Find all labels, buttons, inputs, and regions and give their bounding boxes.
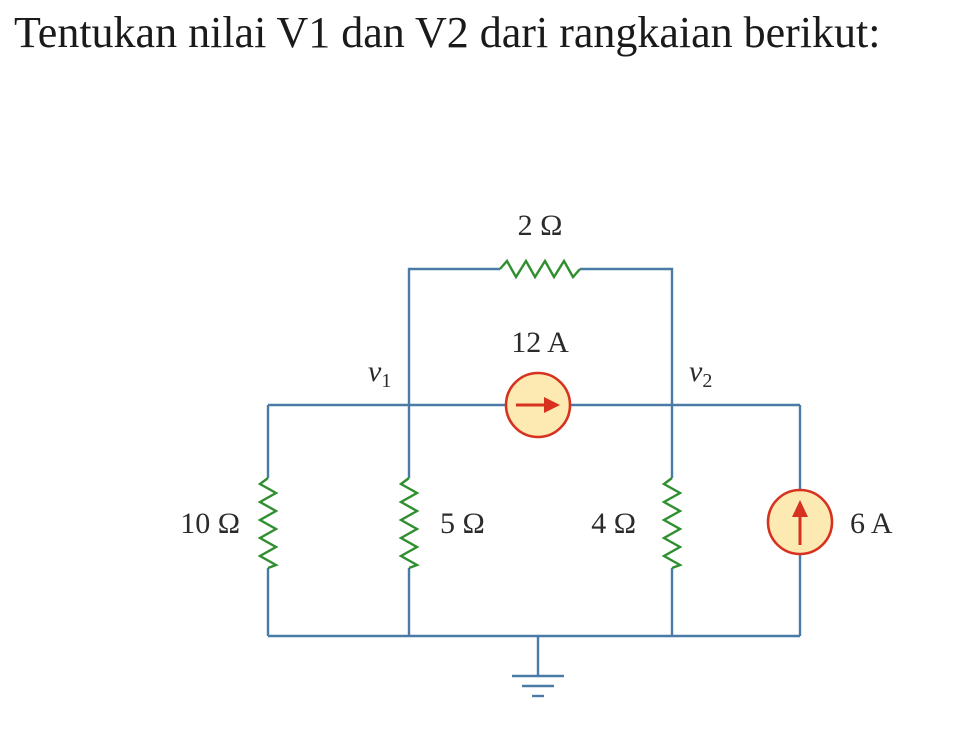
label-node-v1: v1 (368, 355, 391, 392)
resistor-5ohm (398, 477, 420, 570)
current-source-12a (504, 371, 572, 439)
label-source-6a: 6 A (850, 507, 893, 540)
wire-top-left-vertical (407, 267, 500, 405)
label-resistor-4ohm: 4 Ω (591, 507, 636, 540)
arrow-icon (792, 500, 808, 545)
label-resistor-5ohm: 5 Ω (440, 507, 485, 540)
label-resistor-2ohm: 2 Ω (518, 209, 563, 242)
arrow-icon (516, 397, 560, 413)
ground-icon (512, 674, 564, 698)
resistor-2ohm (499, 258, 581, 280)
label-resistor-10ohm: 10 Ω (180, 507, 240, 540)
label-node-v2: v2 (689, 355, 712, 392)
current-source-6a (766, 488, 834, 556)
resistor-10ohm (257, 477, 279, 570)
wires (266, 267, 802, 676)
wire-top-right (580, 267, 674, 405)
label-source-12a: 12 A (511, 326, 569, 359)
question-text: Tentukan nilai V1 dan V2 dari rangkaian … (14, 8, 881, 57)
resistor-4ohm (661, 477, 683, 570)
